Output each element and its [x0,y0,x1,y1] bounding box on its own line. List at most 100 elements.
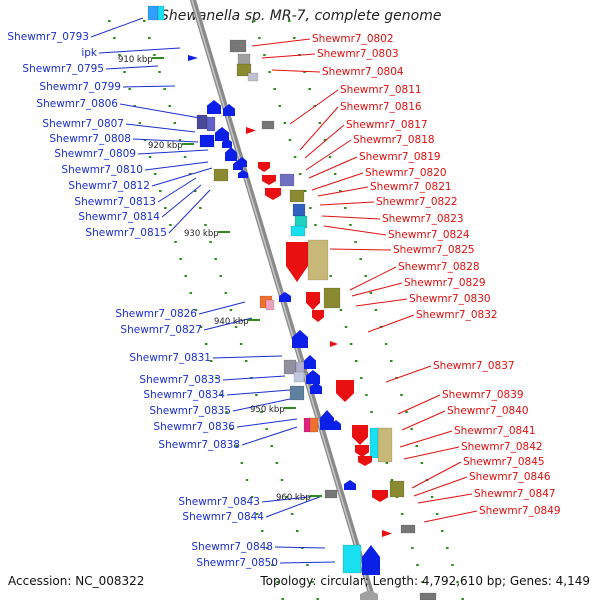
track-dot [255,394,258,396]
gene-label[interactable]: Shewmr7_0825 [393,244,475,256]
gene-label[interactable]: Shewmr7_0840 [447,405,529,417]
gene-label[interactable]: Shewmr7_0822 [376,196,458,208]
gene-label[interactable]: Shewmr7_0804 [322,66,404,78]
gene-arrow [312,310,324,322]
gene-arrow [279,292,291,302]
track-dot [219,275,222,277]
gene-label[interactable]: Shewmr7_0849 [479,505,561,517]
gene-label[interactable]: Shewmr7_0827 [120,324,202,336]
gene-label[interactable]: Shewmr7_0795 [22,63,104,75]
track-dot [349,343,353,345]
gene-block [289,189,305,203]
track-dot [329,275,332,277]
gene-label[interactable]: Shewmr7_0848 [191,541,273,553]
track-dot [410,428,413,430]
gene-block [290,225,306,237]
leader-line [265,495,323,518]
gene-arrow [238,170,248,178]
track-dot [123,71,126,73]
gene-label[interactable]: Shewmr7_0844 [182,511,264,523]
track-dot [344,207,347,209]
leader-line [399,430,453,448]
leader-line [161,184,202,218]
gene-label[interactable]: Shewmr7_0847 [474,488,556,500]
gene-label[interactable]: Shewmr7_0819 [359,151,441,163]
leader-line [232,398,291,412]
gene-label[interactable]: Shewmr7_0832 [416,309,498,321]
gene-label[interactable]: Shewmr7_0823 [382,213,464,225]
gene-label[interactable]: Shewmr7_0793 [7,31,89,43]
gene-label[interactable]: Shewmr7_0818 [353,134,435,146]
gene-label[interactable]: Shewmr7_0813 [74,196,156,208]
track-dot [174,241,177,243]
gene-label[interactable]: Shewmr7_0826 [115,308,197,320]
track-dot [339,190,342,192]
gene-label[interactable]: Shewmr7_0839 [442,389,524,401]
kbp-tick-label: 930 kbp [184,229,219,239]
track-dot [318,122,322,124]
gene-label[interactable]: Shewmr7_0838 [158,439,240,451]
leader-line [98,47,181,54]
leader-line [311,172,364,191]
gene-label[interactable]: Shewmr7_0815 [85,227,167,239]
gene-label[interactable]: Shewmr7_0820 [365,167,447,179]
track-dot [199,326,203,328]
gene-label[interactable]: Shewmr7_0829 [404,277,486,289]
track-dot [339,309,343,311]
leader-line [137,149,209,155]
gene-label[interactable]: Shewmr7_0814 [78,211,160,223]
track-dot [333,173,337,175]
track-dot [285,496,289,498]
gene-label[interactable]: Shewmr7_0811 [340,84,422,96]
leader-line [157,177,197,203]
track-dot [163,88,166,90]
gene-label[interactable]: Shewmr7_0845 [463,456,545,468]
gene-label[interactable]: Shewmr7_0817 [346,119,428,131]
track-dot [306,564,309,566]
gene-label[interactable]: Shewmr7_0841 [454,425,536,437]
gene-label[interactable]: Shewmr7_0809 [54,148,136,160]
gene-block [419,592,437,600]
gene-label[interactable]: Shewmr7_0836 [153,421,235,433]
gene-label[interactable]: ipk [81,47,98,59]
gene-label[interactable]: Shewmr7_0824 [388,229,470,241]
track-dot [390,479,394,481]
gene-block [289,385,305,401]
gene-label[interactable]: Shewmr7_0846 [469,471,551,483]
gene-label[interactable]: Shewmr7_0803 [317,48,399,60]
gene-label[interactable]: Shewmr7_0833 [139,374,221,386]
leader-line [385,365,432,383]
gene-arrow [292,330,308,348]
leader-line [349,266,397,291]
gene-label[interactable]: Shewmr7_0806 [36,98,118,110]
gene-label[interactable]: Shewmr7_0821 [370,181,452,193]
gene-label[interactable]: Shewmr7_0834 [143,389,225,401]
track-dot [359,258,362,260]
gene-label[interactable]: Shewmr7_0830 [409,293,491,305]
gene-label[interactable]: Shewmr7_0807 [42,118,124,130]
gene-block [279,173,295,187]
track-dot [263,54,266,56]
gene-label[interactable]: Shewmr7_0831 [129,352,211,364]
gene-arrow [286,242,308,282]
gene-label[interactable]: Shewmr7_0842 [461,441,543,453]
gene-label[interactable]: Shewmr7_0850 [196,557,278,569]
track-dot [364,275,367,277]
track-dot [138,122,142,124]
track-dot [309,207,312,209]
gene-label[interactable]: Shewmr7_0812 [68,180,150,192]
gene-label[interactable]: Shewmr7_0837 [433,360,515,372]
gene-label[interactable]: Shewmr7_0808 [49,133,131,145]
gene-label[interactable]: Shewmr7_0843 [178,496,260,508]
gene-arrow [320,410,334,430]
track-dot [261,530,264,532]
track-dot [400,513,404,515]
gene-label[interactable]: Shewmr7_0828 [398,261,480,273]
gene-label[interactable]: Shewmr7_0816 [340,101,422,113]
gene-label[interactable]: Shewmr7_0802 [312,33,394,45]
gene-label[interactable]: Shewmr7_0810 [61,164,143,176]
track-dot [451,564,454,566]
gene-label[interactable]: Shewmr7_0835 [149,405,231,417]
gene-label[interactable]: Shewmr7_0799 [39,81,121,93]
kbp-tick-label: 920 kbp [148,141,183,151]
